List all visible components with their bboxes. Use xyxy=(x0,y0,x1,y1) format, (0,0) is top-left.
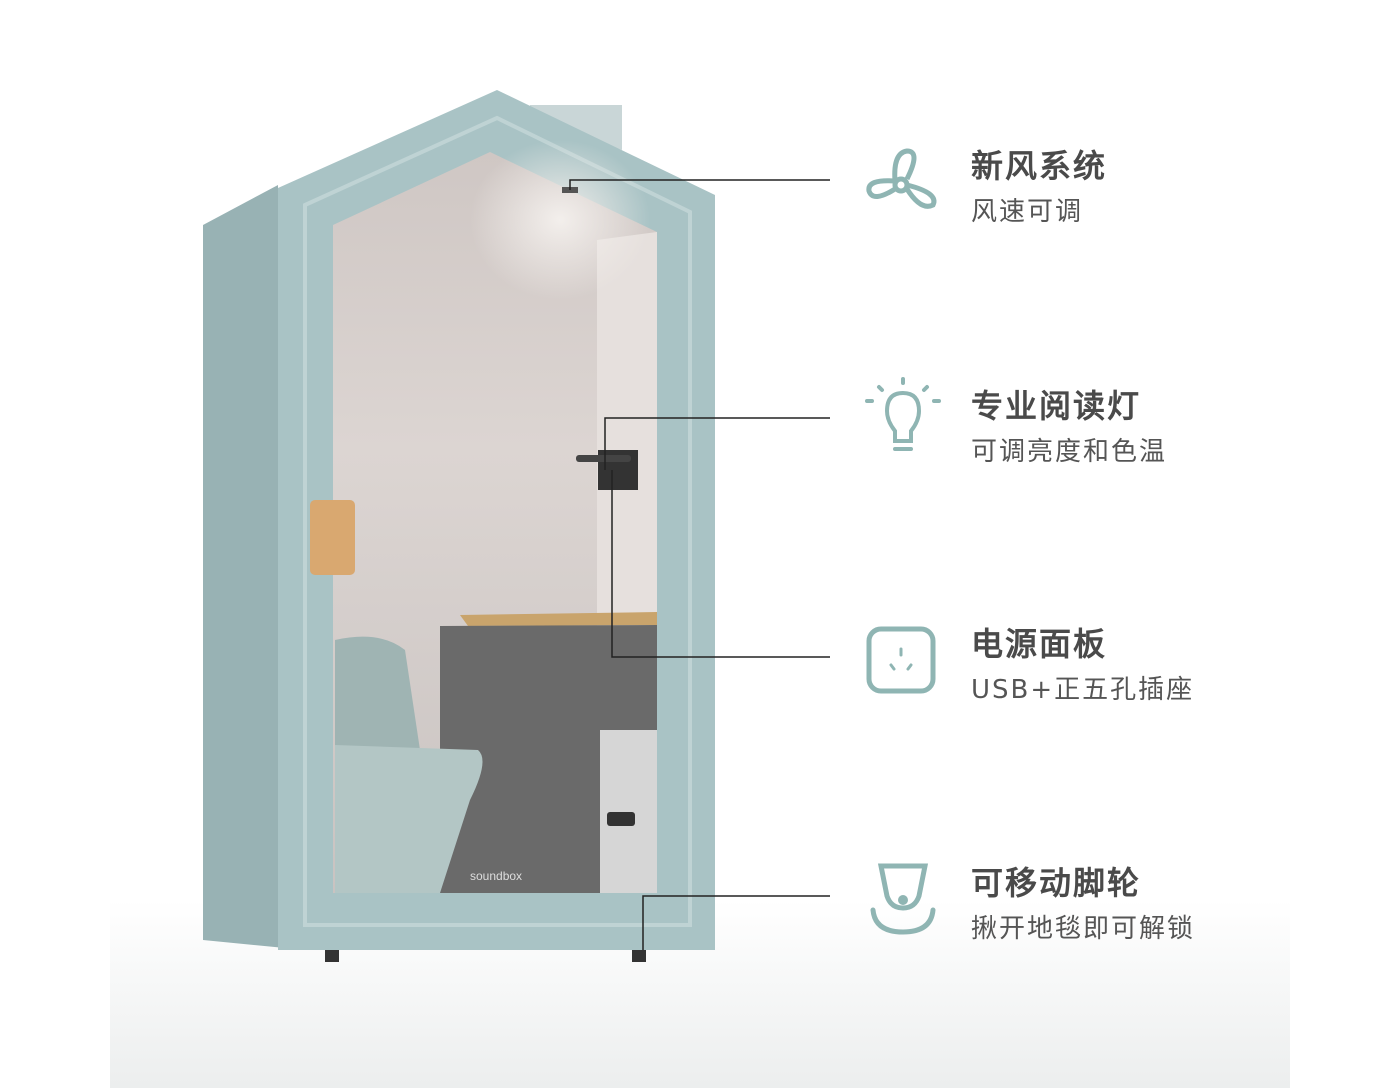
cabinet-socket xyxy=(607,812,635,826)
booth-foot xyxy=(325,950,339,962)
feature-title: 新风系统 xyxy=(971,147,1108,185)
seat xyxy=(335,745,483,893)
door-handle xyxy=(310,500,355,575)
feature-fresh-air: 新风系统 风速可调 xyxy=(865,145,1365,235)
side-cabinet xyxy=(600,730,657,893)
fan-icon xyxy=(866,148,937,209)
feature-subtitle: USB+正五孔插座 xyxy=(971,675,1195,705)
feature-reading-light: 专业阅读灯 可调亮度和色温 xyxy=(865,377,1365,475)
feature-title: 电源面板 xyxy=(971,625,1108,663)
power-socket-icon xyxy=(866,626,936,694)
feature-subtitle: 风速可调 xyxy=(971,197,1084,227)
callout-line-power-panel xyxy=(611,470,830,658)
callout-line-reading-light xyxy=(604,417,830,470)
feature-title: 可移动脚轮 xyxy=(971,864,1142,902)
reading-lamp-arm xyxy=(576,455,631,462)
callout-line-fresh-air xyxy=(569,179,830,190)
feature-casters: 可移动脚轮 揪开地毯即可解锁 xyxy=(865,862,1365,952)
desk xyxy=(460,612,657,626)
feature-power-panel: 电源面板 USB+正五孔插座 xyxy=(865,623,1365,713)
frame-inner-edge xyxy=(303,115,692,927)
booth-side-panel xyxy=(203,185,285,948)
caster-wheel-icon xyxy=(870,863,936,935)
lightbulb-icon xyxy=(865,377,941,451)
chimney-vent xyxy=(530,105,622,150)
brand-logo: soundbox xyxy=(470,869,522,883)
seat-back xyxy=(335,636,420,750)
feature-title: 专业阅读灯 xyxy=(971,387,1142,425)
feature-subtitle: 揪开地毯即可解锁 xyxy=(971,914,1196,944)
callout-lines xyxy=(569,179,830,950)
booth-foot xyxy=(632,950,646,962)
ceiling-light-glow xyxy=(470,140,650,300)
callout-line-casters xyxy=(642,895,830,950)
feature-subtitle: 可调亮度和色温 xyxy=(971,437,1168,467)
